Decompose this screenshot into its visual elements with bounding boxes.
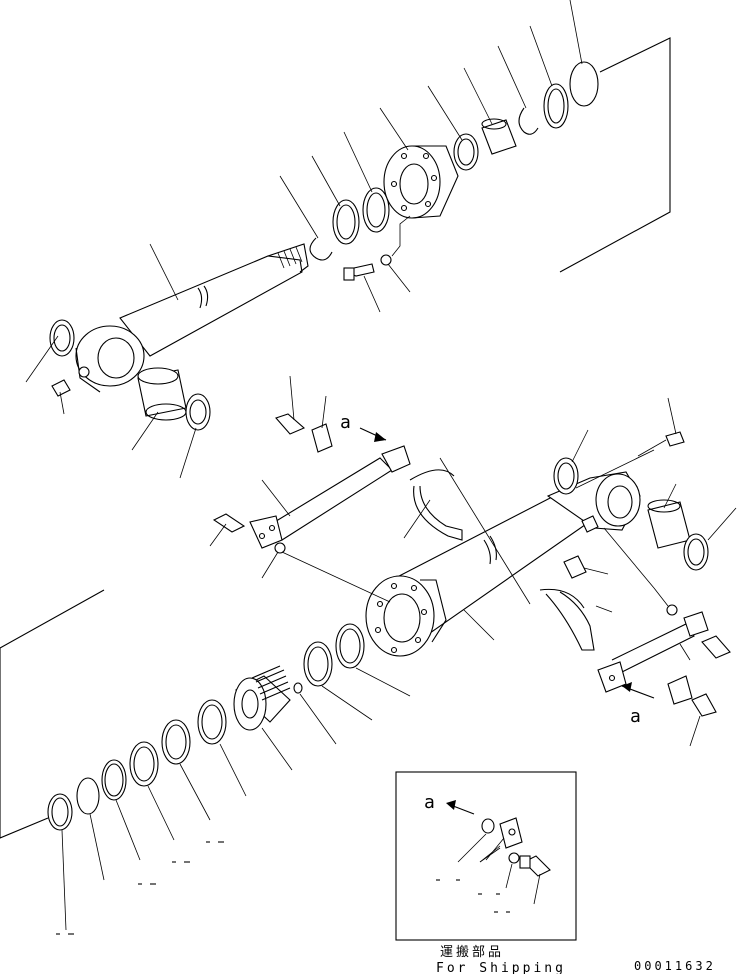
head-o-ring <box>335 623 365 669</box>
pipe-band-upper <box>409 469 463 541</box>
group-bracket-line-lower <box>0 589 105 839</box>
o-ring-top <box>569 61 599 107</box>
hydraulic-pipe-lower <box>611 623 695 673</box>
pipe-flange-upper <box>249 515 283 549</box>
piston-ring-2 <box>197 699 227 745</box>
set-screw <box>293 682 303 694</box>
arrow-head-inset <box>446 800 456 810</box>
grease-port <box>78 366 90 378</box>
piston-ring-1 <box>76 777 100 815</box>
inset-bolt-head <box>519 855 531 869</box>
wear-ring-1 <box>101 759 127 801</box>
rod-thread <box>267 243 309 273</box>
inset-o-ring <box>481 818 495 834</box>
inset-cover-plate <box>499 817 523 849</box>
wear-ring-2 <box>161 719 191 765</box>
view-label-a-upper: a <box>340 412 351 433</box>
grease-fitting-tube <box>665 431 685 447</box>
inset-frame <box>395 771 577 941</box>
inset-caption-en: For Shipping <box>436 961 566 974</box>
clamp-block-upper <box>311 423 333 453</box>
piston-rod-assembly <box>25 0 671 479</box>
clamp-bolt-lower <box>691 693 717 717</box>
view-label-a-inset: a <box>424 792 435 813</box>
band-bolt <box>563 555 587 579</box>
arrow-head-lower <box>622 682 632 692</box>
clamp-block-lower <box>667 675 693 705</box>
pipe-band-lower <box>539 588 595 651</box>
snap-ring-1 <box>309 237 333 261</box>
head-snap-ring <box>518 107 539 135</box>
piston-seal-set <box>0 589 411 935</box>
rod-eye-bore <box>97 337 135 379</box>
head-washer <box>380 254 392 266</box>
head-bolt-head <box>343 267 355 281</box>
inset-caption-jp: 運搬部品 <box>440 945 504 960</box>
group-bracket-line <box>559 37 671 273</box>
o-ring-flange-lower <box>666 604 678 616</box>
view-label-a-lower: a <box>630 706 641 727</box>
hydraulic-pipe-upper <box>267 457 393 541</box>
bottom-bushing <box>647 501 691 549</box>
flange-bolt-upper <box>212 513 246 533</box>
shipping-parts-inset: a 運搬部品 For Shipping <box>395 771 577 974</box>
rod-eye-seal <box>185 393 211 431</box>
o-ring-flange-upper <box>274 542 286 554</box>
head-wear-ring <box>303 641 333 687</box>
cylinder-tube-assembly: a a <box>209 375 737 747</box>
arrow-head-upper <box>374 432 386 442</box>
grease-fitting-rod <box>51 379 71 397</box>
drawing-code: 00011632 <box>634 959 716 973</box>
clamp-bolt-upper <box>275 413 306 435</box>
tube-flange <box>365 575 435 657</box>
inset-washer <box>508 852 520 864</box>
head-bushing <box>481 119 517 155</box>
pipe-clamp-lower <box>683 611 709 637</box>
pipe-flange-lower <box>597 661 627 693</box>
flange-bolt-lower <box>701 635 731 659</box>
piston-rod <box>119 255 303 357</box>
piston-seal <box>129 741 159 787</box>
pipe-clamp-upper <box>381 445 411 473</box>
